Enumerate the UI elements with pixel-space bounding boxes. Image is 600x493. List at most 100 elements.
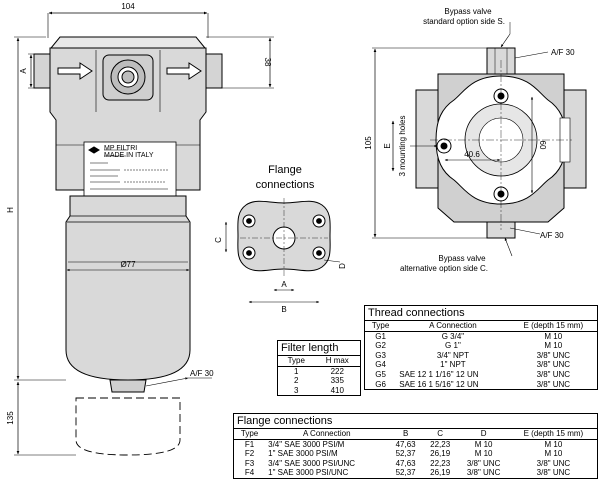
cell: SAE 16 1 5/16" 12 UN [399,379,479,389]
cell: F2 [244,449,255,459]
table-header-row: Type A Connection B C D E (depth 15 mm) [233,428,598,440]
table-row: F4 1" SAE 3000 PSI/UNC 52,37 26,19 3/8" UNC 3… [234,468,598,478]
cell: G 3/4" [441,331,465,341]
col-c: C [422,428,458,440]
table-row: G5 SAE 12 1 1/16" 12 UN 3/8" UNC [365,370,598,380]
cell: 52,37 [395,468,416,478]
bypass-alternative-line2: alternative option side C. [400,264,488,273]
cell: 3/4" NPT [436,350,469,360]
dim-e-label: E [383,143,392,148]
flange-dim-b: B [281,305,286,314]
thread-connections-table: Thread connections Type A Connection E (… [364,305,598,391]
col-hmax: H max [314,355,361,367]
cell: M 10 [544,331,563,341]
table-row: G2 G 1" M 10 [365,341,598,351]
dim-60-label: 60 [538,141,547,150]
flange-view [224,198,341,304]
table-row: 2 335 [278,376,361,386]
cell: G3 [375,350,386,360]
cell: F4 [244,468,255,478]
flange-view-labels: Flange connections C A B D [214,164,347,314]
cell: 52,37 [395,449,416,459]
col-b: B [388,428,423,440]
cell: G5 [375,369,386,379]
flange-connections-table: Flange connections Type A Connection B C… [233,413,598,479]
cell: M 10 [544,341,563,351]
dim-406-label: 40.6 [464,150,480,159]
cell: 47,63 [395,439,416,449]
table-row: G6 SAE 16 1 5/16" 12 UN 3/8" UNC [365,380,598,390]
table-row: 1 222 [278,366,361,376]
cell: 2 [294,376,299,386]
col-e: E (depth 15 mm) [509,428,598,440]
nameplate-origin: MADE IN ITALY [104,152,154,159]
mounting-holes-label: 3 mounting holes [398,116,407,177]
cell: 3/4" SAE 3000 PSI/UNC [268,458,356,468]
col-connection: A Connection [265,428,389,440]
bypass-standard-line1: Bypass valve [444,7,492,16]
cell: M 10 [544,439,563,449]
cell: 3/8" UNC [536,350,571,360]
table-header-row: Type H max [277,355,361,367]
cell: M 10 [474,449,493,459]
cell: F1 [244,439,255,449]
top-view [372,22,587,257]
bypass-alternative-line1: Bypass valve [438,254,486,263]
dim-135-label: 135 [6,411,15,425]
cell: 1 [294,366,299,376]
top-view-labels: Bypass valve standard option side S. A/F… [364,7,575,273]
cell: 22,23 [430,439,451,449]
flange-table-title: Flange connections [233,413,598,428]
cell: F3 [244,458,255,468]
table-header-row: Type A Connection E (depth 15 mm) [364,320,598,332]
flange-title-line2: connections [256,179,315,191]
cell: 3/8" UNC [536,468,571,478]
cell: 3/8" UNC [536,360,571,370]
dim-38-label: 38 [263,58,272,67]
cell: 222 [330,366,344,376]
cell: 410 [330,385,344,395]
col-e: E (depth 15 mm) [509,320,598,332]
af-bottom-label: A/F 30 [540,231,564,240]
cell: 3/8" UNC [466,468,501,478]
dim-105-label: 105 [364,136,373,150]
cell: G6 [375,379,386,389]
flange-dim-a: A [281,280,287,289]
af-top-label: A/F 30 [551,48,575,57]
col-type: Type [277,355,315,367]
col-connection: A Connection [396,320,510,332]
col-type: Type [364,320,397,332]
cell: 1" SAE 3000 PSI/M [268,449,338,459]
thread-table-title: Thread connections [364,305,598,320]
cell: 3/8" UNC [536,458,571,468]
cell: 26,19 [430,468,451,478]
dim-diameter-label: Ø77 [120,260,136,269]
cell: G 1" [445,341,461,351]
cell: 3/8" UNC [466,458,501,468]
cell: G2 [375,341,386,351]
nameplate-brand: MP FILTRI [104,145,137,152]
cell: 47,63 [395,458,416,468]
cell: 335 [330,376,344,386]
dim-a-label: A [19,68,28,74]
flange-dim-d: D [338,263,347,269]
af-label: A/F 30 [190,369,214,378]
filter-side-view [14,11,274,456]
cell: 3/8" UNC [536,379,571,389]
cell: 3/8" UNC [536,369,571,379]
bypass-standard-line2: standard option side S. [423,17,505,26]
flange-dim-c: C [214,237,223,243]
cell: SAE 12 1 1/16" 12 UN [399,369,479,379]
table-row: G3 3/4" NPT 3/8" UNC [365,351,598,361]
length-table-title: Filter length [277,340,361,355]
cell: 1" SAE 3000 PSI/UNC [268,468,349,478]
cell: 3/4" SAE 3000 PSI/M [268,439,345,449]
col-type: Type [233,428,266,440]
